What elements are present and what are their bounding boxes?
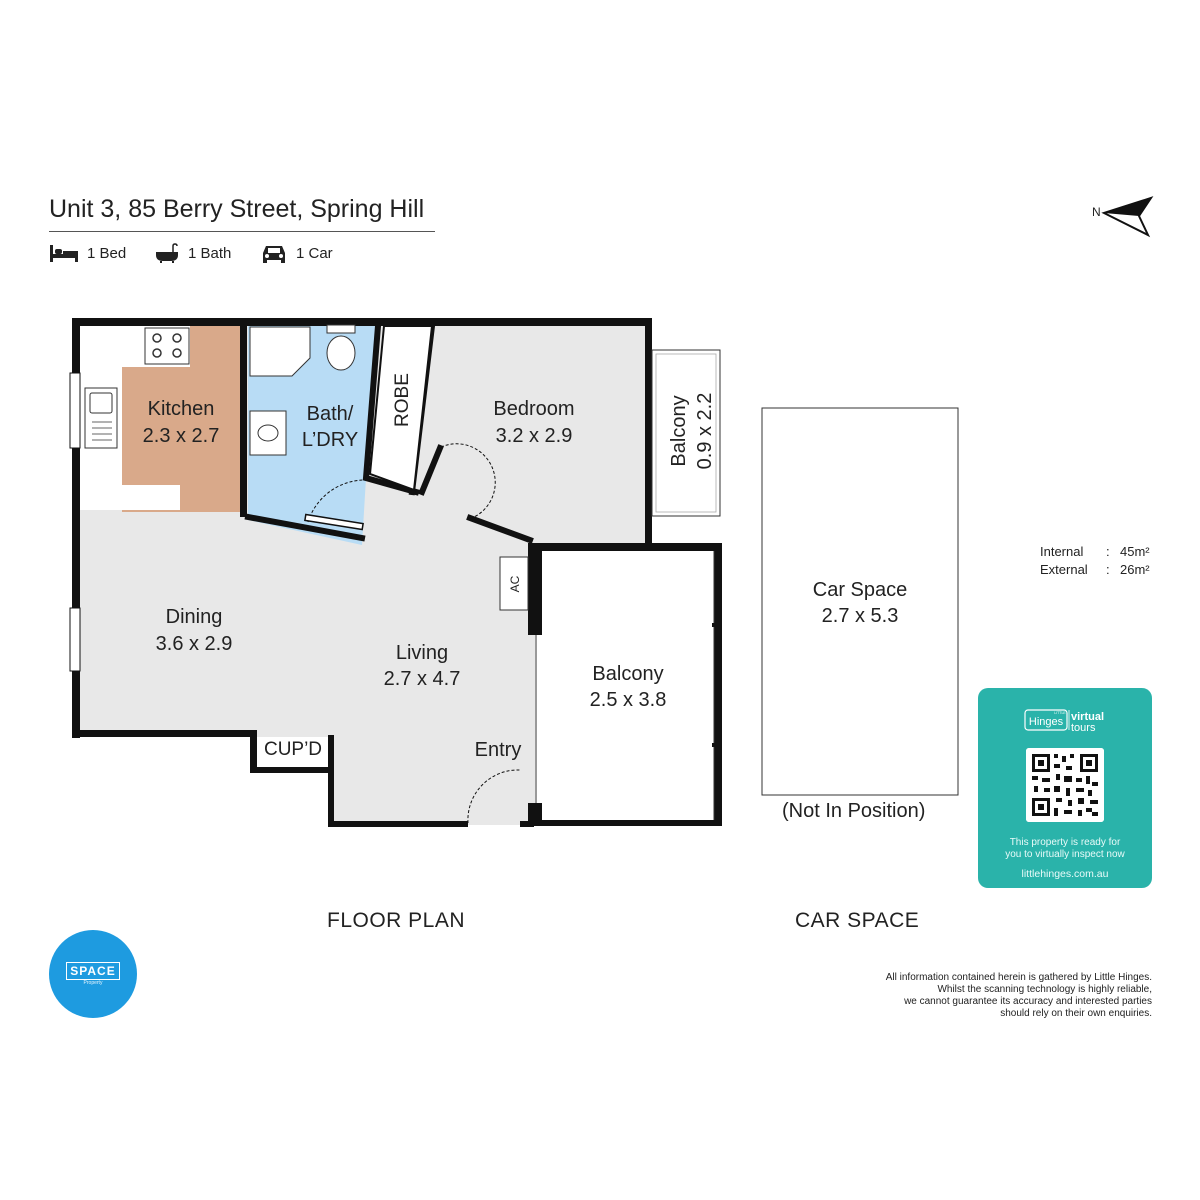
car-icon <box>263 246 285 263</box>
west-wall <box>72 318 80 738</box>
feature-cars-label: 1 Car <box>296 244 333 262</box>
laundry-label: L’DRY <box>302 429 358 451</box>
ac-unit <box>499 556 529 611</box>
dining-size: 3.6 x 2.9 <box>156 633 233 655</box>
virtual-tour-message: This property is ready for you to virtua… <box>1005 837 1125 860</box>
north-wall <box>72 318 652 326</box>
living-size: 2.7 x 4.7 <box>384 668 461 690</box>
little-hinges-logo-icon: Hinges LITTLE virtual tours <box>1024 709 1104 734</box>
area-internal: Internal : 45m² <box>1040 544 1150 559</box>
kitchen-size: 2.3 x 2.7 <box>143 425 220 447</box>
bath-icon <box>156 243 178 263</box>
balcony-top-wall <box>528 543 722 551</box>
car-space-size: 2.7 x 5.3 <box>822 605 899 627</box>
kitchen-label: Kitchen <box>148 398 215 420</box>
svg-text:LITTLE: LITTLE <box>1054 711 1066 715</box>
balcony-east-wall <box>714 545 722 825</box>
kitchen-bath-wall <box>240 325 247 517</box>
balcony-label: Balcony <box>592 663 663 685</box>
ac-label: AC <box>508 575 522 592</box>
car-space-label: Car Space <box>813 579 908 601</box>
floor-plan-caption: FLOOR PLAN <box>327 909 466 932</box>
qr-code-icon[interactable] <box>1026 748 1104 822</box>
feature-beds: 1 Bed <box>49 243 126 263</box>
cupboard <box>257 737 328 767</box>
balcony-size: 2.5 x 3.8 <box>590 689 667 711</box>
bed-icon <box>50 245 78 262</box>
area-external: External : 26m² <box>1040 562 1150 577</box>
north-label: N <box>1092 205 1101 219</box>
north-arrow-icon <box>1101 196 1154 238</box>
south-wall-living <box>328 821 468 827</box>
balcony-small-size: 0.9 x 2.2 <box>694 393 716 470</box>
svg-text:tours: tours <box>1071 722 1096 734</box>
vanity-icon <box>249 410 287 456</box>
area-summary: Internal : 45m² External : 26m² <box>1040 543 1150 579</box>
agency-logo-text: SPACE <box>49 962 137 980</box>
svg-text:virtual: virtual <box>1071 711 1104 723</box>
living-label: Living <box>396 642 448 664</box>
cupd-label: CUP’D <box>264 739 322 760</box>
car-space-note: (Not In Position) <box>782 800 926 822</box>
east-wall-bedroom <box>645 318 652 548</box>
bedroom-label: Bedroom <box>493 398 574 420</box>
entry-label: Entry <box>475 739 522 761</box>
toilet-icon <box>326 324 356 334</box>
dining-label: Dining <box>166 606 223 628</box>
feature-cars: 1 Car <box>260 243 333 263</box>
agency-logo-sub: Property <box>83 980 103 986</box>
shower-icon <box>249 326 311 377</box>
cupd-east-wall <box>328 735 334 827</box>
south-wall-west <box>72 730 257 737</box>
svg-text:Hinges: Hinges <box>1029 716 1064 728</box>
balcony-bottom-wall <box>528 820 722 826</box>
cooktop-icon <box>144 327 190 365</box>
bedroom-size: 3.2 x 2.9 <box>496 425 573 447</box>
kitchen-floor-ext <box>122 325 243 512</box>
balcony-small-label: Balcony <box>668 395 690 466</box>
balcony-floor <box>538 548 718 823</box>
property-title: Unit 3, 85 Berry Street, Spring Hill <box>49 195 425 223</box>
car-space-caption: CAR SPACE <box>795 909 920 932</box>
agency-logo <box>49 930 137 1018</box>
bath-label: Bath/ <box>307 403 354 425</box>
car-space-outline <box>761 407 959 796</box>
title-divider <box>49 231 435 232</box>
disclaimer: All information contained herein is gath… <box>885 972 1152 1019</box>
feature-baths: 1 Bath <box>154 243 231 263</box>
robe-label: ROBE <box>392 373 413 427</box>
bath-floor <box>248 325 378 545</box>
feature-beds-label: 1 Bed <box>87 244 127 262</box>
living-east-wall <box>528 543 542 635</box>
virtual-tour-url[interactable]: littlehinges.com.au <box>1021 868 1109 880</box>
feature-baths-label: 1 Bath <box>188 244 232 262</box>
